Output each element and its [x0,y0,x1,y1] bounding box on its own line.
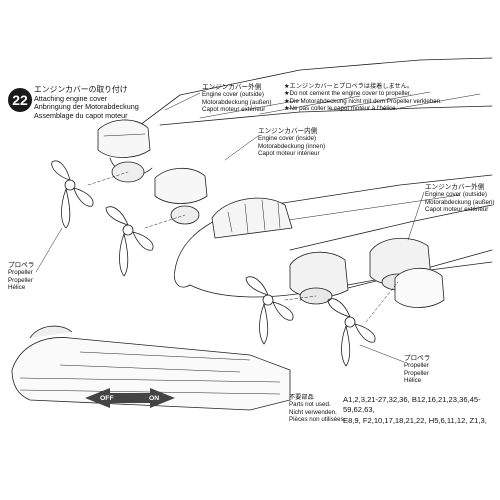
label-jp: プロペラ [404,355,431,362]
label-fr: Capot moteur extérieur [425,205,489,213]
off-label: OFF [100,395,114,402]
label-en: Propeller [404,362,429,370]
label-de: Propeller [404,369,429,377]
step-title-de: Anbringung der Motorabdeckung [34,102,139,112]
unused-parts-line-1: A1,2,3,21-27,32,36, B12,16,21,23,36,45-5… [343,395,481,415]
label-jp: エンジンカバー外側 [425,184,485,191]
note-de: ★Die Motorabdeckung nicht mit dem Propel… [284,97,442,105]
propeller-right-2 [327,298,376,367]
label-en: Engine cover (outside) [425,191,487,199]
label-de: Motorabdeckung (innen) [258,142,326,150]
step-title-en: Attaching engine cover [34,93,108,103]
label-fr: Hélice [8,283,26,291]
engine-cover-outside-right [394,267,445,308]
propeller-right-1 [245,276,294,345]
propeller-left-upper [51,160,94,229]
label-propeller-1: プロペラ Propeller Propeller Hélice [8,262,34,291]
wing-outline [119,57,493,141]
label-engine-cover-outside-2: エンジンカバー外側 Engine cover (outside) Motorab… [425,184,494,213]
step-number-badge: 22 [8,88,32,112]
unused-parts-fr: Pièces non utilisées. [289,415,346,423]
note-fr: ★Ne pas coller le capot moteur à l'hélic… [284,104,398,112]
label-en: Propeller [8,269,33,277]
label-propeller-2: プロペラ Propeller Propeller Hélice [404,355,430,384]
unused-parts-de: Nicht verwenden. [289,408,337,416]
unused-parts-list: A1,2,3,21-27,32,36, B12,16,21,23,36,45-5… [343,395,500,426]
label-jp: エンジンカバー内側 [258,128,318,135]
note-jp: ★エンジンカバーとプロペラは接着しません。 [284,83,414,90]
unused-parts-line-2: E8,9, F2,10,17,18,21,22, H5,6,11,12, Z1,… [343,415,487,425]
label-fr: Capot moteur extérieur [202,105,266,113]
propeller-left-lower [105,206,154,277]
label-en: Engine cover (outside) [202,91,264,99]
label-de: Propeller [8,276,33,284]
engine-nacelle-right-1 [289,251,349,305]
off-on-arrow [85,388,175,408]
on-label: ON [149,395,160,402]
label-fr: Hélice [404,376,422,384]
engine-cover-left [97,119,153,183]
cockpit-canopy [211,197,293,239]
label-jp: エンジンカバー外側 [202,84,262,91]
note-en: ★Do not cement the engine cover to prope… [284,90,412,98]
label-jp: プロペラ [8,262,35,269]
label-engine-cover-outside-1: エンジンカバー外側 Engine cover (outside) Motorab… [202,84,271,113]
step-title: エンジンカバーの取り付け Attaching engine cover Anbr… [34,85,139,120]
unused-parts-jp: 不要部品 [289,394,314,401]
label-en: Engine cover (inside) [258,135,317,143]
side-view-aircraft [11,325,291,411]
unused-parts-en: Parts not used. [289,401,331,409]
step-title-fr: Assemblage du capot moteur [34,110,128,120]
assembly-note: ★エンジンカバーとプロペラは接着しません。 ★Do not cement the… [284,83,442,112]
engine-cover-mid [154,167,208,225]
unused-parts-heading: 不要部品 Parts not used. Nicht verwenden. Pi… [289,394,345,423]
step-title-jp: エンジンカバーの取り付け [34,85,128,94]
label-de: Motorabdeckung (außen) [202,98,272,106]
label-de: Motorabdeckung (außen) [425,198,495,206]
label-engine-cover-inside: エンジンカバー内側 Engine cover (inside) Motorabd… [258,128,325,157]
label-fr: Capot moteur intérieur [258,149,320,157]
